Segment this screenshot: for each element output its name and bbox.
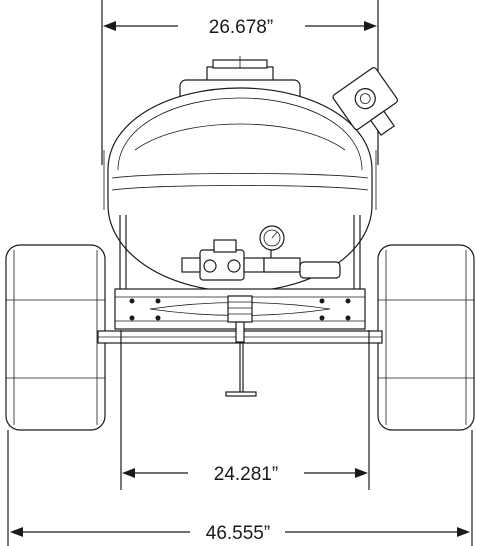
left-tire (5, 244, 106, 431)
jack-stand (225, 321, 257, 397)
arrowhead-left (103, 21, 116, 31)
dimension-overall-width: 46.555” (7, 430, 473, 546)
control-knob-icon (354, 88, 376, 110)
tank-lid (206, 66, 274, 82)
dimension-axle-track: 24.281” (120, 330, 370, 490)
right-tire (377, 244, 475, 431)
arrowhead-right (364, 21, 377, 31)
overall-width-label: 46.555” (206, 523, 270, 544)
top-width-label: 26.678” (209, 17, 273, 38)
side-control-box (332, 67, 399, 136)
dimension-top-width: 26.678” (101, 0, 379, 165)
right-wheel (377, 244, 475, 431)
hose (299, 261, 341, 279)
tank-body (107, 87, 373, 293)
tank (103, 56, 377, 293)
left-wheel (5, 244, 106, 431)
frame-bolts (129, 298, 351, 321)
pump-assembly (181, 225, 341, 281)
center-hub (227, 295, 253, 323)
axle-track-label: 24.281” (214, 464, 278, 485)
jack-foot (225, 391, 257, 397)
